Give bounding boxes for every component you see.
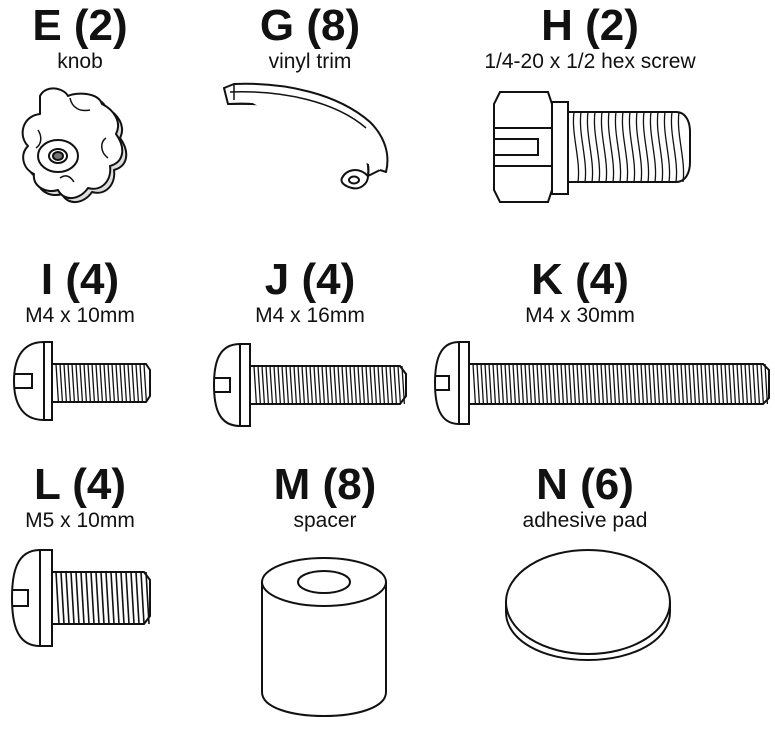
part-n-desc: adhesive pad [522, 509, 648, 532]
spacer-icon [258, 552, 390, 720]
part-l-desc: M5 x 10mm [25, 509, 135, 532]
part-g-desc: vinyl trim [268, 50, 352, 73]
pan-head-screw-icon [12, 340, 152, 422]
part-l: L (4) M5 x 10mm [0, 463, 160, 533]
vinyl-trim-icon [220, 80, 390, 195]
part-k-desc: M4 x 30mm [525, 304, 635, 327]
part-e-desc: knob [57, 50, 103, 73]
part-h: H (2) 1/4-20 x 1/2 hex screw [450, 4, 730, 74]
part-m-desc: spacer [293, 509, 357, 532]
part-i-label: I (4) [40, 255, 120, 304]
part-j-desc: M4 x 16mm [255, 304, 365, 327]
adhesive-pad-icon [502, 546, 674, 664]
hex-screw-icon [490, 84, 695, 212]
star-knob-icon [10, 82, 135, 212]
part-g-label: G (8) [259, 1, 361, 50]
part-n-label: N (6) [536, 460, 634, 509]
part-m-label: M (8) [273, 460, 377, 509]
part-n: N (6) adhesive pad [505, 463, 665, 533]
part-e: E (2) knob [0, 4, 160, 74]
part-h-desc: 1/4-20 x 1/2 hex screw [484, 50, 696, 73]
part-h-label: H (2) [541, 1, 639, 50]
part-k: K (4) M4 x 30mm [500, 258, 660, 328]
part-l-label: L (4) [33, 460, 127, 509]
part-j-label: J (4) [264, 255, 356, 304]
part-j: J (4) M4 x 16mm [225, 258, 395, 328]
part-g: G (8) vinyl trim [225, 4, 395, 74]
part-m: M (8) spacer [245, 463, 405, 533]
part-i-desc: M4 x 10mm [25, 304, 135, 327]
part-i: I (4) M4 x 10mm [0, 258, 160, 328]
part-k-label: K (4) [531, 255, 629, 304]
part-e-label: E (2) [32, 1, 128, 50]
pan-head-screw-icon [212, 340, 410, 430]
pan-head-screw-icon [433, 340, 771, 426]
pan-head-screw-icon [10, 548, 152, 648]
